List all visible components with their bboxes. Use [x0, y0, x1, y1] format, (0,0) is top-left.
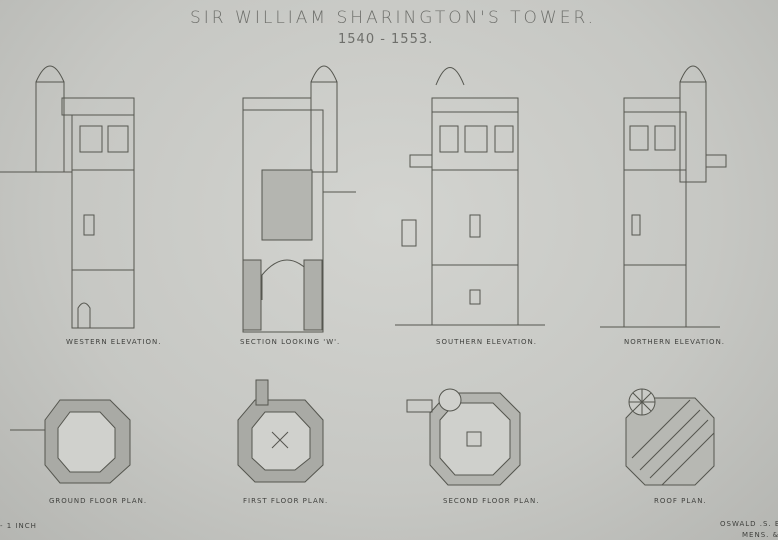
southern-elevation-drawing — [395, 67, 545, 326]
scale-note: - 1 INCH — [0, 522, 37, 530]
signature-line-1: OSWALD .S. BA — [720, 520, 778, 528]
drawing-years: 1540 - 1553. — [338, 32, 434, 47]
roof-plan-drawing — [625, 388, 715, 486]
label-roof-plan: ROOF PLAN. — [654, 497, 707, 505]
signature-line-2: MENS. & — [742, 531, 778, 539]
label-western-elevation: WESTERN ELEVATION. — [66, 338, 162, 346]
western-elevation-drawing — [0, 65, 135, 329]
first-floor-plan-drawing — [237, 379, 324, 483]
label-ground-floor-plan: GROUND FLOOR PLAN. — [49, 497, 148, 505]
drawing-title: SIR WILLIAM SHARINGTON'S TOWER. — [190, 8, 597, 28]
label-southern-elevation: SOUTHERN ELEVATION. — [436, 338, 538, 346]
section-drawing — [242, 65, 356, 333]
label-first-floor-plan: FIRST FLOOR PLAN. — [243, 497, 329, 505]
label-second-floor-plan: SECOND FLOOR PLAN. — [443, 497, 540, 505]
label-section: SECTION LOOKING 'W'. — [240, 338, 341, 346]
second-floor-plan-drawing — [406, 388, 521, 486]
label-northern-elevation: NORTHERN ELEVATION. — [624, 338, 726, 346]
northern-elevation-drawing — [600, 65, 727, 328]
ground-floor-plan-drawing — [10, 399, 131, 484]
